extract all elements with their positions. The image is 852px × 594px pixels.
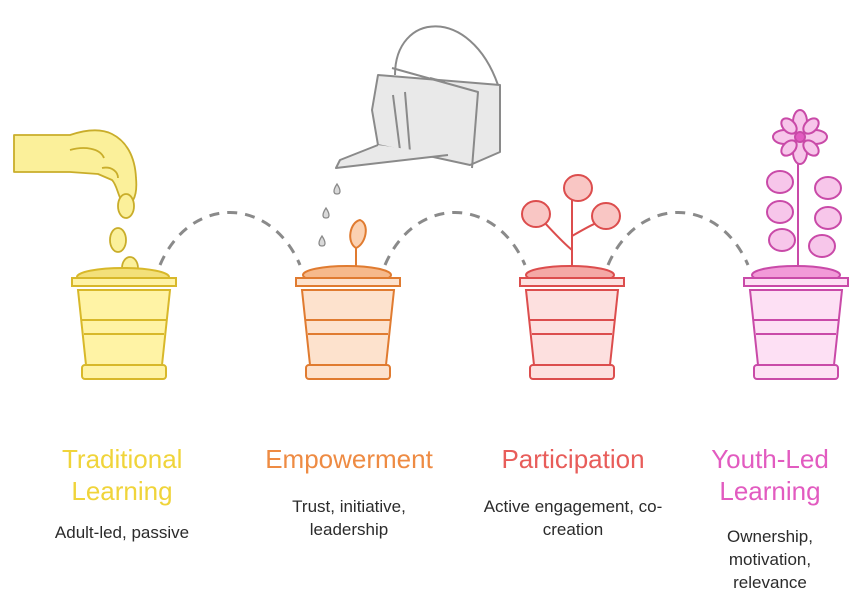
stage-title: Youth-Led Learning — [711, 444, 829, 506]
dashed-arc-connector — [158, 211, 750, 266]
hand-dropping-seeds-icon — [13, 129, 139, 280]
stage-youth-led-learning: Youth-Led Learning Ownership, motivation… — [690, 443, 850, 594]
water-drops — [318, 182, 341, 247]
pot-youth-led-learning — [743, 109, 849, 380]
pot-participation — [519, 174, 625, 380]
stage-description: Active engagement, co-creation — [483, 497, 663, 539]
pot-empowerment — [295, 218, 401, 380]
stage-empowerment: Empowerment Trust, initiative, leadershi… — [254, 443, 444, 541]
stage-participation: Participation Active engagement, co-crea… — [478, 443, 668, 541]
pot-traditional-learning — [71, 267, 177, 380]
watering-can-icon — [335, 25, 501, 169]
stage-description: Trust, initiative, leadership — [292, 497, 406, 539]
stage-title: Empowerment — [265, 444, 433, 474]
stage-title: Traditional Learning — [62, 444, 183, 506]
stage-description: Adult-led, passive — [54, 523, 190, 542]
stage-traditional-learning: Traditional Learning Adult-led, passive — [27, 443, 217, 544]
stage-title: Participation — [501, 444, 645, 474]
stage-description: Ownership, motivation, relevance — [727, 527, 813, 592]
